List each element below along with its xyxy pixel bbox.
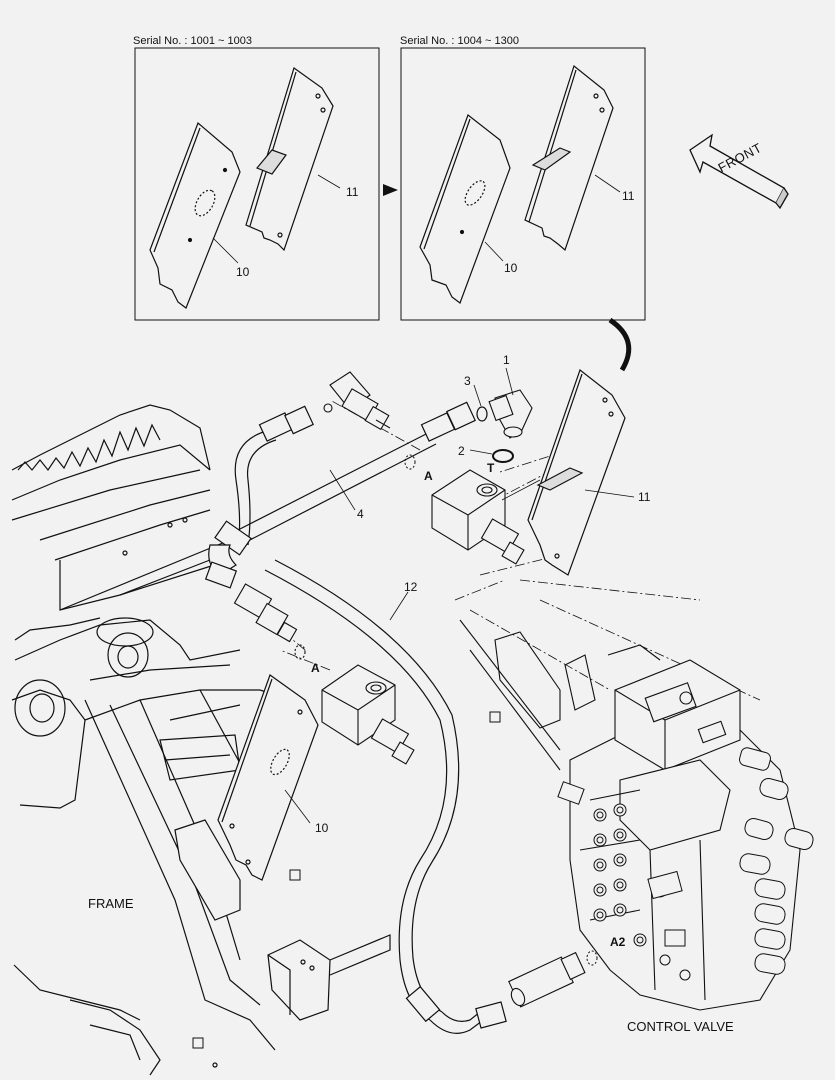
callout-1: 1 [503,353,510,367]
port-a-label: A [424,469,433,483]
front-arrow-icon [689,133,789,210]
frame [11,404,391,1076]
callout-4: 4 [357,507,364,521]
valve-block-upper [431,469,525,565]
control-valve-ports [586,803,691,981]
control-valve [569,659,801,1011]
hose-12 [264,559,507,1034]
callout-11: 11 [346,185,359,199]
plate-10-inset-right [419,114,511,304]
o-ring-3 [476,406,488,422]
hose-4 [204,401,476,589]
leader-lines [212,174,635,824]
valve-block-lower [321,664,415,765]
callout-10: 10 [236,265,250,279]
callout-10: 10 [504,261,518,275]
callout-12: 12 [404,580,418,594]
check-valve-upper [323,371,391,431]
a2-connector [508,951,586,1008]
frame-label: FRAME [88,896,134,911]
plate-11-inset-left [245,67,334,252]
inset-box-right [400,47,646,321]
callout-11: 11 [638,490,651,504]
port-a2-label: A2 [610,935,626,949]
callout-11: 11 [622,189,635,203]
callout-2: 2 [458,444,465,458]
callout-3: 3 [464,374,471,388]
o-ring-2 [492,449,514,463]
check-valve-lower [233,583,306,660]
curved-arrow-icon [608,317,632,372]
port-t-label: T [487,461,495,475]
callout-10: 10 [315,821,329,835]
inset-serial-right: Serial No. : 1004 ~ 1300 [400,35,519,47]
inset-serial-left: Serial No. : 1001 ~ 1003 [133,35,252,47]
nut-icon [192,711,501,1049]
plate-10-main [217,674,319,881]
plate-11-main [501,369,626,576]
plate-11-inset-right [524,64,614,252]
plate-10-inset-left [149,121,241,309]
arrow-right-icon [383,184,398,196]
port-a-label: A [311,661,320,675]
control-valve-spools [557,747,814,975]
inset-box-left [134,47,380,321]
control-valve-label: CONTROL VALVE [627,1019,734,1034]
elbow-fitting-1 [488,389,533,439]
bracket [459,619,661,771]
